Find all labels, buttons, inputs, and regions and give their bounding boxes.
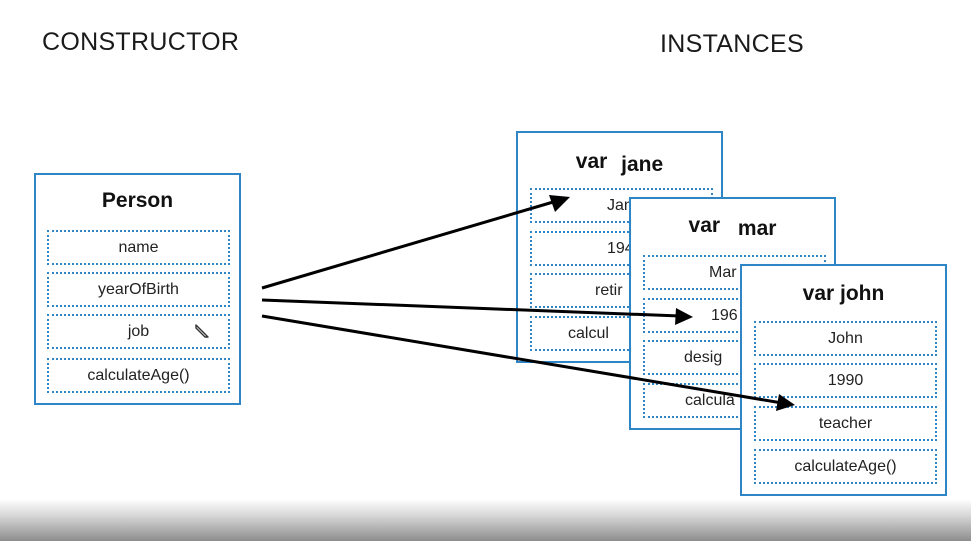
field-label: retir (595, 281, 623, 299)
field-label: calcula (685, 391, 735, 409)
person-title: Person (101, 189, 174, 212)
instance-name: mar (737, 217, 777, 240)
field-label: desig (684, 348, 723, 366)
field-label: yearOfBirth (98, 280, 179, 298)
person-field-yearofbirth: yearOfBirth (47, 272, 230, 307)
field-label: 1990 (827, 371, 864, 389)
person-field-calculateage: calculateAge() (47, 358, 230, 393)
field-label: John (828, 329, 863, 347)
john-field-job: teacher (754, 406, 937, 441)
pencil-cursor-icon (193, 322, 211, 340)
field-label: calculateAge() (794, 457, 897, 475)
field-label: job (127, 322, 150, 340)
var-keyword: var (575, 150, 608, 173)
instances-heading: INSTANCES (660, 30, 804, 58)
john-title: var john (802, 282, 885, 305)
instance-name: jane (621, 153, 664, 176)
field-label: teacher (818, 414, 873, 432)
bottom-shadow-bar (0, 499, 971, 541)
john-field-yearofbirth: 1990 (754, 363, 937, 398)
var-keyword: var (688, 214, 721, 237)
field-label: Jan (607, 196, 633, 214)
field-label: 196 (711, 306, 738, 324)
john-field-name: John (754, 321, 937, 356)
field-label: calculateAge() (87, 366, 190, 384)
constructor-heading: CONSTRUCTOR (42, 28, 240, 56)
john-instance-box: var john John 1990 teacher calculateAge(… (740, 264, 947, 496)
field-label: 194 (607, 239, 634, 257)
person-constructor-box: Person name yearOfBirth job calculateAge… (34, 173, 241, 405)
field-label: calcul (568, 324, 609, 342)
field-label: name (118, 238, 159, 256)
person-field-name: name (47, 230, 230, 265)
field-label: Mar (709, 263, 737, 281)
john-field-calculateage: calculateAge() (754, 449, 937, 484)
mar-title: var mar (631, 214, 834, 240)
jane-title: var jane (518, 150, 721, 176)
